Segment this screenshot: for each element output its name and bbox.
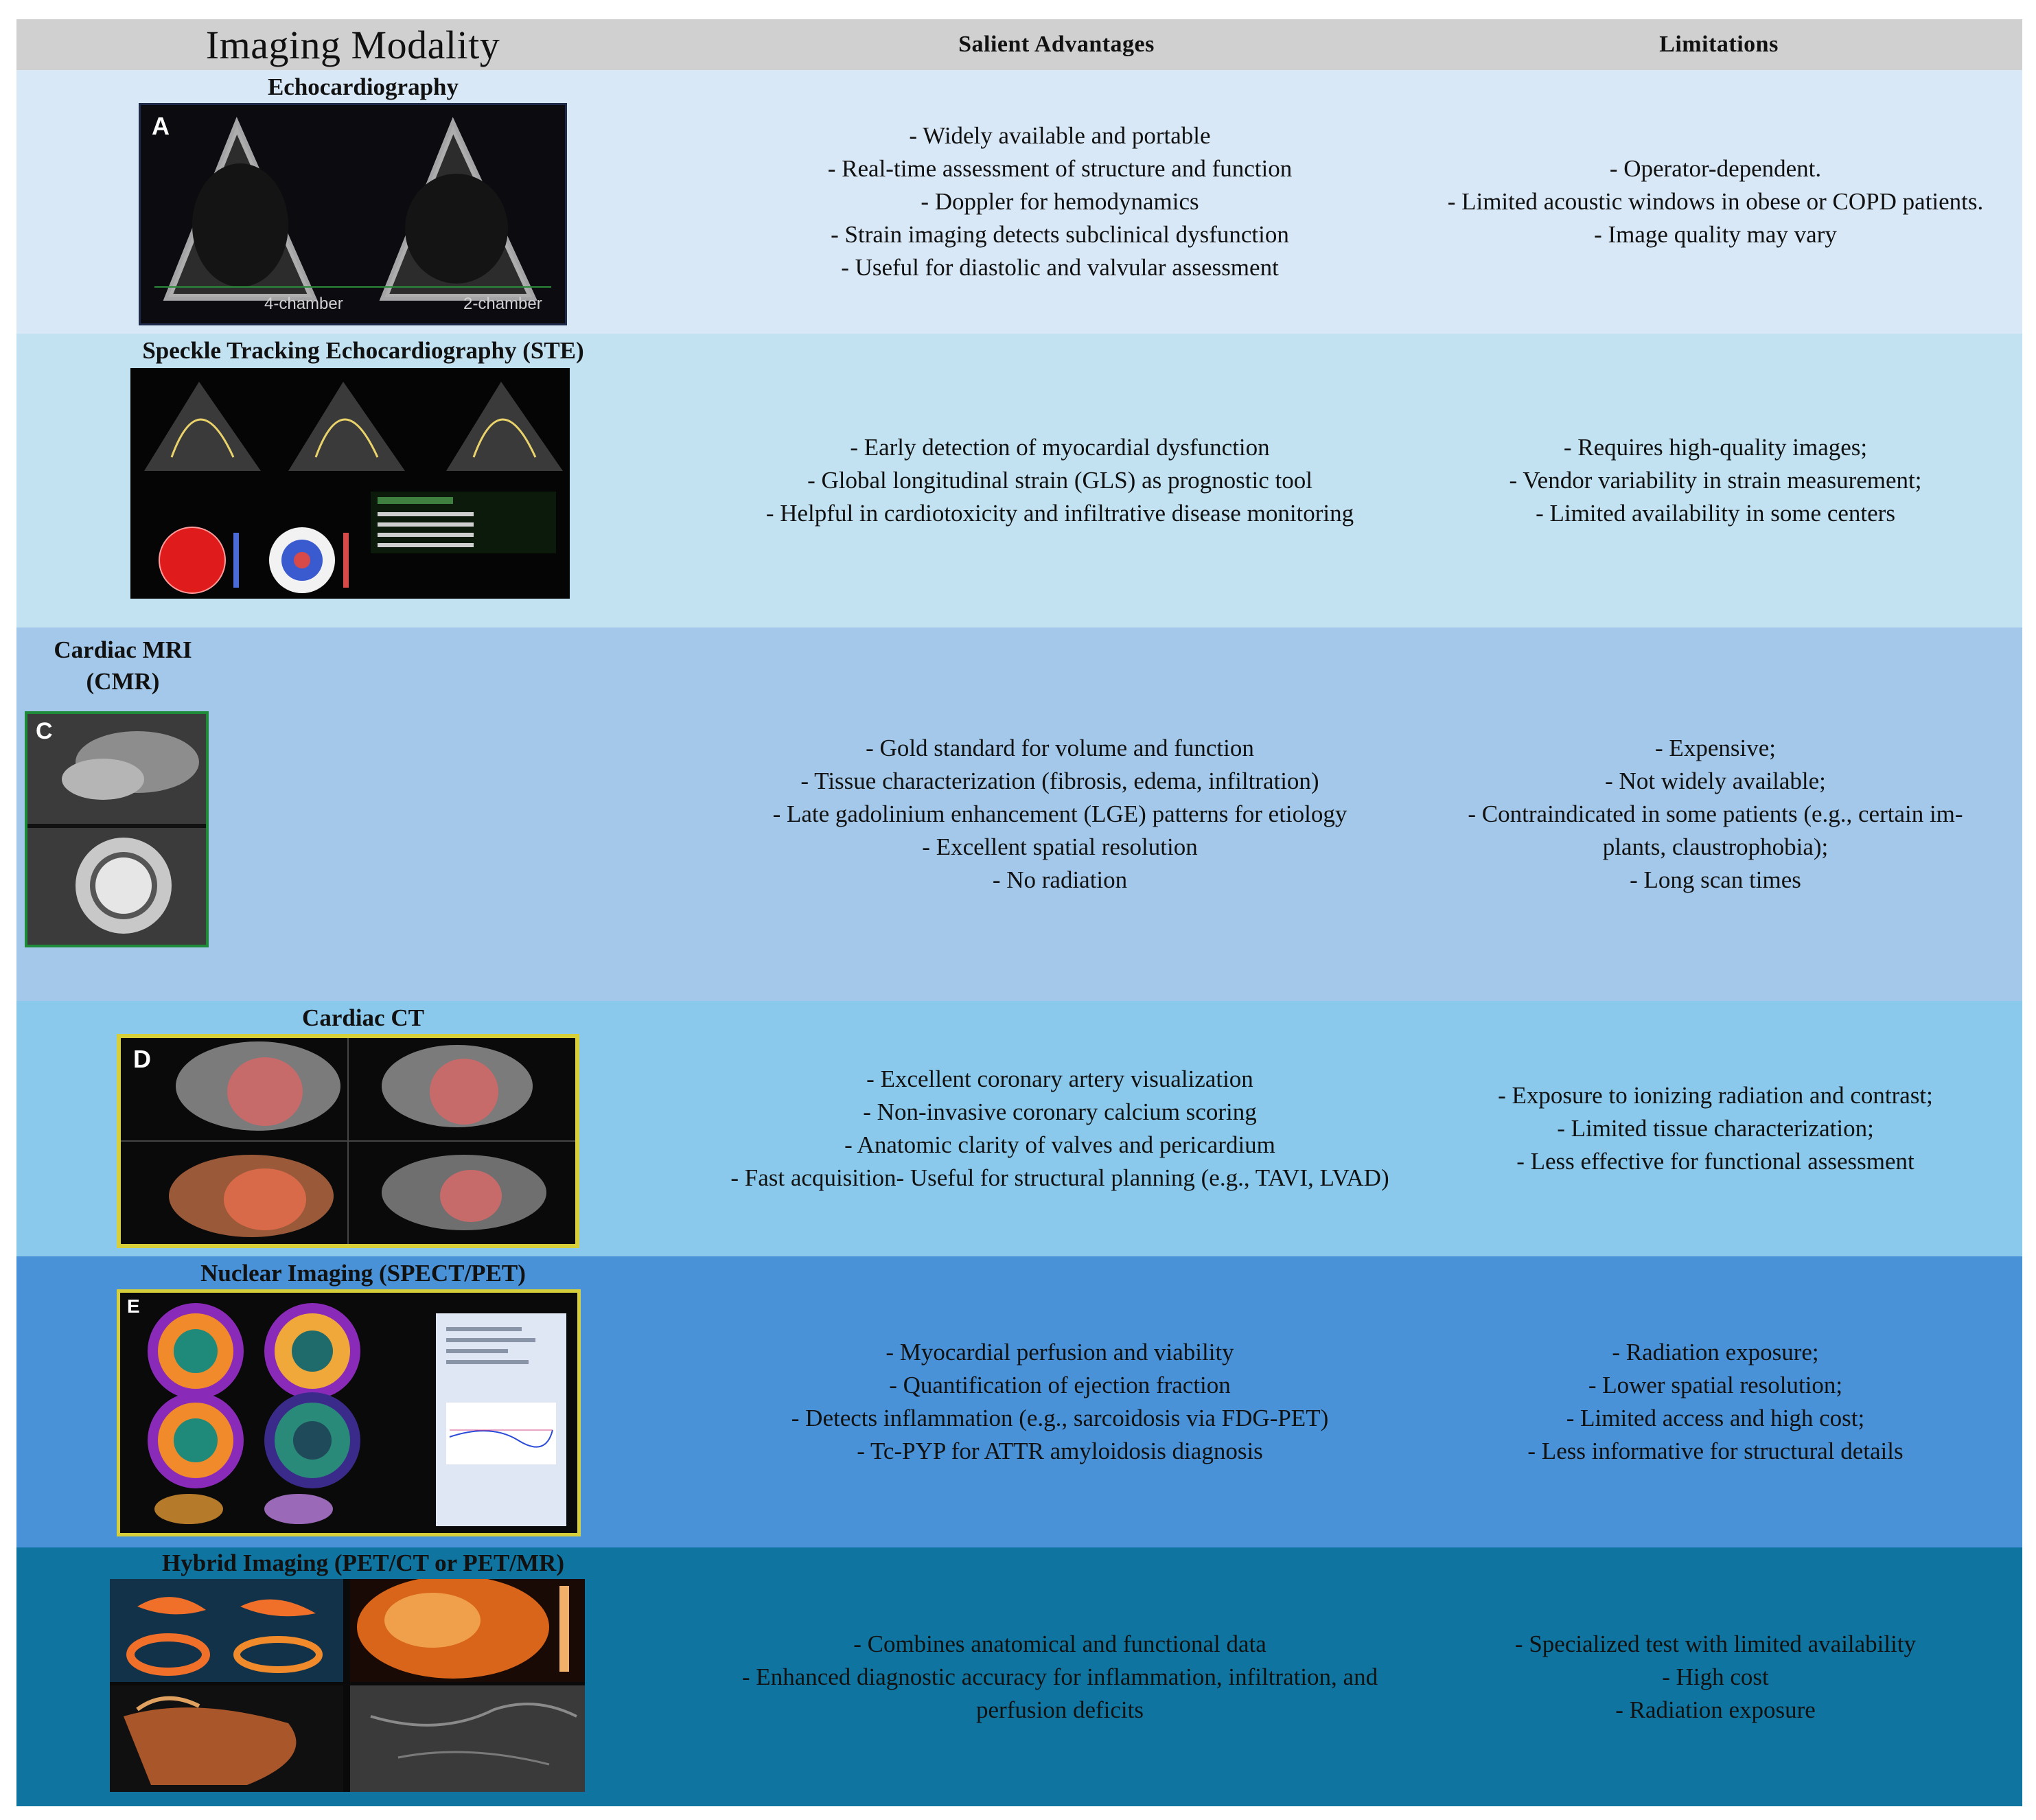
hybrid-imaging-image <box>110 1579 585 1792</box>
limitation-item: - Less effective for functional assessme… <box>1516 1148 1914 1175</box>
advantage-item: - Useful for diastolic and valvular asse… <box>841 254 1279 281</box>
row-title: Nuclear Imaging (SPECT/PET) <box>200 1260 526 1287</box>
speckle-tracking-image <box>130 368 570 599</box>
limitation-item: - Requires high-quality images; <box>1563 434 1868 461</box>
limitation-item: - Less informative for structural detail… <box>1527 1438 1904 1464</box>
advantages-list: - Combines anatomical and functional dat… <box>703 1547 1417 1806</box>
advantage-item: - Tc-PYP for ATTR amyloidosis diagnosis <box>857 1438 1263 1464</box>
limitation-item: - High cost <box>1662 1663 1769 1690</box>
limitation-item: - Operator-dependent. <box>1609 155 1822 182</box>
row-echocardiography: Echocardiography A 4-chamber 2-chamber -… <box>16 70 2022 334</box>
advantages-list: - Widely available and portable - Real-t… <box>703 70 1417 334</box>
advantage-item: - Combines anatomical and functional dat… <box>853 1630 1266 1657</box>
advantage-item: - Gold standard for volume and function <box>866 735 1254 761</box>
limitation-item: - Lower spatial resolution; <box>1588 1372 1843 1398</box>
row-cmr: Cardiac MRI (CMR) C - Gold standard for … <box>16 627 2022 1001</box>
limitation-item: - Limited availability in some centers <box>1536 500 1895 527</box>
advantage-item: - Widely available and portable <box>909 122 1211 149</box>
row-nuclear-imaging: Nuclear Imaging (SPECT/PET) <box>16 1256 2022 1547</box>
limitation-item: - Long scan times <box>1630 866 1801 893</box>
panel-letter: D <box>133 1045 151 1073</box>
row-title: Cardiac CT <box>302 1004 424 1031</box>
comparison-table: Imaging Modality Salient Advantages Limi… <box>16 19 2022 1806</box>
row-hybrid-imaging: Hybrid Imaging (PET/CT or PET/MR) <box>16 1547 2022 1806</box>
limitations-list: - Radiation exposure; - Lower spatial re… <box>1410 1256 2021 1547</box>
limitation-item: - Limited tissue characterization; <box>1557 1115 1874 1142</box>
header-limitations: Limitations <box>1659 32 1779 57</box>
row-ste: Speckle Tracking Echocardiography (STE) <box>16 334 2022 627</box>
limitation-item: - Not widely available; <box>1605 768 1826 794</box>
limitation-item: - Image quality may vary <box>1594 221 1837 248</box>
advantage-item: - Anatomic clarity of valves and pericar… <box>844 1131 1275 1158</box>
advantage-item: - Strain imaging detects subclinical dys… <box>831 221 1289 248</box>
header-advantages: Salient Advantages <box>958 32 1155 57</box>
limitation-item: - Limited acoustic windows in obese or C… <box>1447 188 1984 215</box>
advantage-item: - Real-time assessment of structure and … <box>827 155 1293 182</box>
advantage-item: - Excellent spatial resolution <box>922 833 1198 860</box>
limitation-item: - Specialized test with limited availabi… <box>1514 1630 1917 1657</box>
limitation-item: - Exposure to ionizing radiation and con… <box>1498 1082 1933 1109</box>
limitations-list: - Requires high-quality images; - Vendor… <box>1410 334 2021 627</box>
limitations-list: - Specialized test with limited availabi… <box>1410 1547 2021 1806</box>
advantage-item: - Detects inflammation (e.g., sarcoidosi… <box>791 1405 1329 1431</box>
advantage-item: - Global longitudinal strain (GLS) as pr… <box>807 467 1312 494</box>
advantages-list: - Myocardial perfusion and viability - Q… <box>703 1256 1417 1547</box>
advantage-item: - Late gadolinium enhancement (LGE) patt… <box>772 800 1347 827</box>
advantage-item: - Excellent coronary artery visualizatio… <box>866 1065 1253 1092</box>
row-cardiac-ct: Cardiac CT D - Excellent coronary artery… <box>16 1001 2022 1256</box>
advantages-list: - Gold standard for volume and function … <box>703 627 1417 1001</box>
advantage-item: - No radiation <box>992 866 1128 893</box>
panel-letter: C <box>36 718 53 744</box>
advantage-item: - Myocardial perfusion and viability <box>886 1339 1234 1366</box>
header-modality: Imaging Modality <box>205 22 500 67</box>
advantage-item: - Doppler for hemodynamics <box>921 188 1199 215</box>
image-caption: 4-chamber <box>264 295 343 313</box>
limitations-list: - Exposure to ionizing radiation and con… <box>1410 1001 2021 1256</box>
advantage-item: - Early detection of myocardial dysfunct… <box>850 434 1270 461</box>
limitation-item: - Contraindicated in some patients (e.g.… <box>1468 800 1963 827</box>
advantage-item: - Fast acquisition- Useful for structura… <box>730 1164 1389 1191</box>
limitations-list: - Operator-dependent. - Limited acoustic… <box>1410 70 2021 334</box>
cardiac-mri-image: C <box>25 711 209 947</box>
limitation-item: - Radiation exposure <box>1615 1696 1816 1723</box>
cardiac-ct-image: D <box>117 1034 579 1248</box>
advantages-list: - Excellent coronary artery visualizatio… <box>703 1001 1417 1256</box>
table-header: Imaging Modality Salient Advantages Limi… <box>16 19 2022 70</box>
nuclear-imaging-image: E <box>117 1289 581 1536</box>
limitation-item: - Radiation exposure; <box>1612 1339 1819 1366</box>
image-caption: 2-chamber <box>463 295 542 313</box>
limitation-item: - Vendor variability in strain measureme… <box>1509 467 1922 494</box>
advantage-item: - Helpful in cardiotoxicity and infiltra… <box>765 500 1354 527</box>
row-title: Hybrid Imaging (PET/CT or PET/MR) <box>162 1550 564 1576</box>
advantage-item: - Tissue characterization (fibrosis, ede… <box>800 768 1319 794</box>
limitations-list: - Expensive; - Not widely available; - C… <box>1410 627 2021 1001</box>
limitation-item: plants, claustrophobia); <box>1602 833 1829 860</box>
row-title: Speckle Tracking Echocardiography (STE) <box>142 337 584 364</box>
row-title: Cardiac MRI (CMR) <box>54 636 192 695</box>
panel-letter: E <box>127 1295 140 1317</box>
row-title: Echocardiography <box>267 73 459 100</box>
advantage-item: - Non-invasive coronary calcium scoring <box>863 1098 1257 1125</box>
echocardiography-image: A 4-chamber 2-chamber <box>139 103 567 325</box>
advantage-item: - Enhanced diagnostic accuracy for infla… <box>741 1663 1378 1723</box>
panel-letter: A <box>152 112 170 140</box>
advantages-list: - Early detection of myocardial dysfunct… <box>703 334 1417 627</box>
limitation-item: - Expensive; <box>1655 735 1776 761</box>
advantage-item: - Quantification of ejection fraction <box>889 1372 1231 1398</box>
limitation-item: - Limited access and high cost; <box>1566 1405 1865 1431</box>
